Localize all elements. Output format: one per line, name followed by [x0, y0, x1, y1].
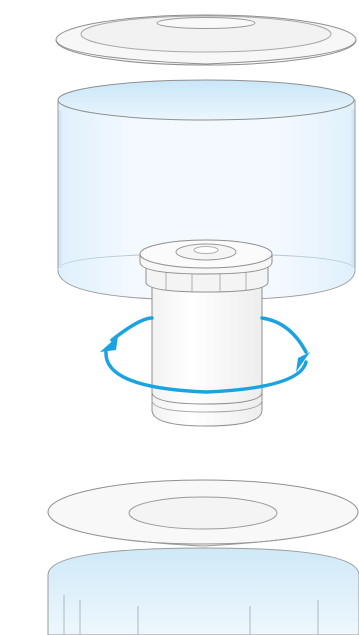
- base-tank-icon: [48, 480, 359, 635]
- lid-icon: [56, 15, 356, 65]
- filter-cartridge-icon: [140, 240, 272, 426]
